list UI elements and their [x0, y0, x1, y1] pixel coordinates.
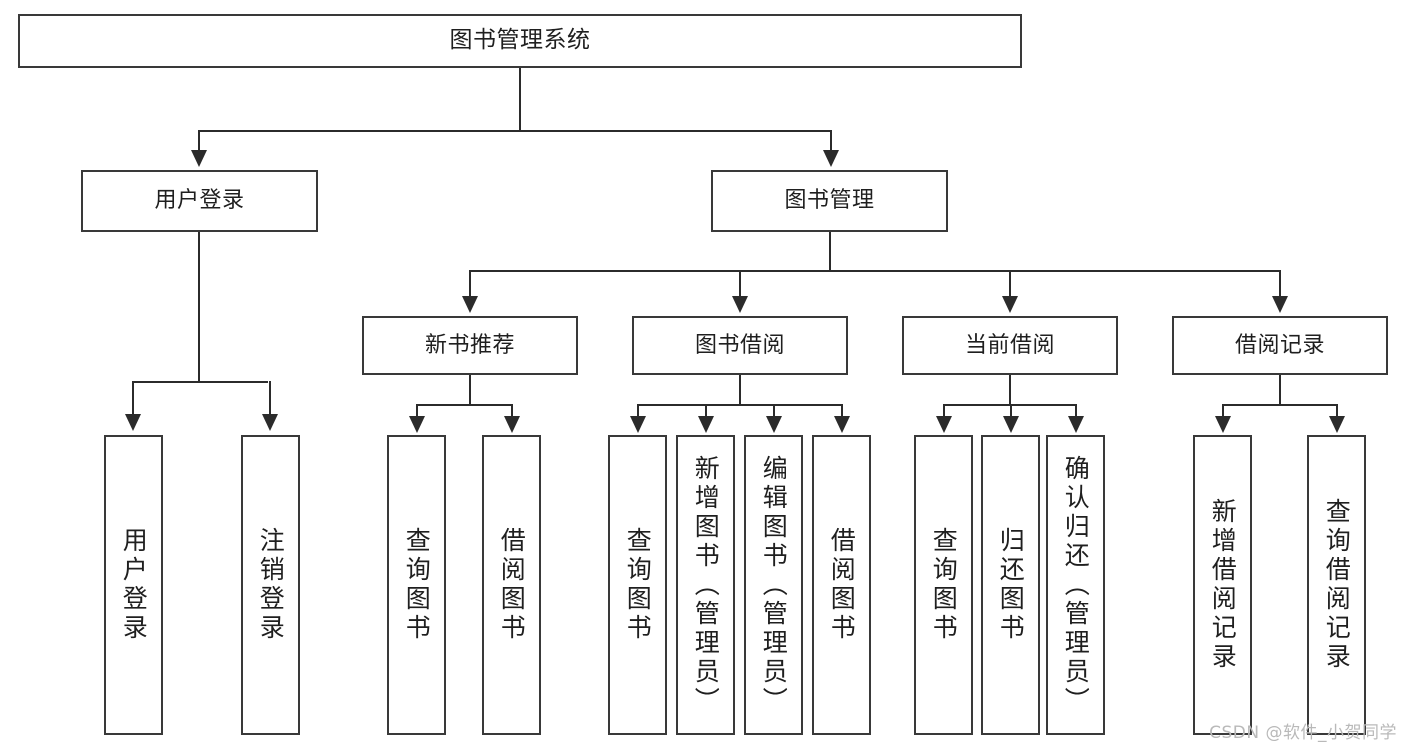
connector-book-borrow-to-leaf-2 [705, 404, 707, 418]
leaf-label: 编辑图书（管理员） [759, 454, 789, 716]
node-label: 当前借阅 [964, 332, 1055, 358]
leaf-book-borrow-add-book-admin[interactable]: 新增图书（管理员） [676, 435, 735, 735]
node-new-book-recommend[interactable]: 新书推荐 [362, 316, 578, 375]
arrowhead-book-borrow-to-leaf-2 [698, 416, 714, 433]
arrowhead-book-borrow-to-leaf-4 [834, 416, 850, 433]
connector-book-borrow-to-leaf-1 [637, 404, 639, 418]
node-label: 新书推荐 [424, 332, 515, 358]
connector-book-manage-bus [469, 270, 1281, 272]
arrowhead-current-borrow-to-leaf-3 [1068, 416, 1084, 433]
node-label: 图书借阅 [694, 332, 785, 358]
leaf-book-borrow-query-book[interactable]: 查询图书 [608, 435, 667, 735]
connector-book-borrow-to-leaf-4 [841, 404, 843, 418]
node-root-system[interactable]: 图书管理系统 [18, 14, 1022, 68]
arrowhead-new-book-to-leaf-2 [504, 416, 520, 433]
leaf-label: 新增图书（管理员） [691, 454, 721, 716]
arrowhead-new-book-to-leaf-1 [409, 416, 425, 433]
connector-new-book-stem [469, 375, 471, 406]
leaf-label: 归还图书 [996, 527, 1026, 643]
leaf-book-borrow-edit-book-admin[interactable]: 编辑图书（管理员） [744, 435, 803, 735]
arrowhead-borrow-record-to-leaf-1 [1215, 416, 1231, 433]
leaf-label: 新增借阅记录 [1208, 498, 1238, 672]
leaf-borrow-record-add-record[interactable]: 新增借阅记录 [1193, 435, 1252, 735]
connector-book-manage-to-borrow-record [1279, 270, 1281, 298]
leaf-label: 查询借阅记录 [1322, 498, 1352, 672]
connector-user-login-to-leaf-2 [269, 381, 271, 416]
arrowhead-root-to-user-login [191, 150, 207, 167]
connector-new-book-bus [416, 404, 512, 406]
connector-user-login-bus [132, 381, 268, 383]
node-label: 用户登录 [154, 188, 245, 214]
connector-book-borrow-to-leaf-3 [773, 404, 775, 418]
node-book-manage[interactable]: 图书管理 [711, 170, 948, 232]
connector-current-borrow-bus [943, 404, 1076, 406]
leaf-label: 查询图书 [929, 527, 959, 643]
connector-borrow-record-bus [1222, 404, 1337, 406]
connector-current-borrow-to-leaf-3 [1075, 404, 1077, 418]
arrowhead-book-manage-to-book-borrow [732, 296, 748, 313]
node-label: 图书管理 [784, 188, 875, 214]
node-user-login[interactable]: 用户登录 [81, 170, 318, 232]
connector-book-borrow-bus [637, 404, 842, 406]
connector-current-borrow-to-leaf-1 [943, 404, 945, 418]
leaf-user-login-login[interactable]: 用户登录 [104, 435, 163, 735]
leaf-label: 查询图书 [402, 527, 432, 643]
arrowhead-user-login-to-leaf-1 [125, 414, 141, 431]
leaf-label: 用户登录 [119, 527, 149, 643]
connector-borrow-record-to-leaf-1 [1222, 404, 1224, 418]
connector-root-to-user-login [198, 130, 200, 152]
leaf-new-book-query-book[interactable]: 查询图书 [387, 435, 446, 735]
node-book-borrow[interactable]: 图书借阅 [632, 316, 848, 375]
leaf-borrow-record-query-record[interactable]: 查询借阅记录 [1307, 435, 1366, 735]
leaf-user-login-logout[interactable]: 注销登录 [241, 435, 300, 735]
connector-new-book-to-leaf-1 [416, 404, 418, 418]
connector-new-book-to-leaf-2 [511, 404, 513, 418]
node-current-borrow[interactable]: 当前借阅 [902, 316, 1118, 375]
leaf-label: 注销登录 [256, 527, 286, 643]
connector-book-manage-to-new-book [469, 270, 471, 298]
connector-root-stem [519, 68, 521, 131]
leaf-new-book-borrow-book[interactable]: 借阅图书 [482, 435, 541, 735]
connector-current-borrow-to-leaf-2 [1010, 404, 1012, 418]
connector-book-manage-to-current-borrow [1009, 270, 1011, 298]
arrowhead-user-login-to-leaf-2 [262, 414, 278, 431]
arrowhead-borrow-record-to-leaf-2 [1329, 416, 1345, 433]
arrowhead-book-borrow-to-leaf-3 [766, 416, 782, 433]
arrowhead-current-borrow-to-leaf-2 [1003, 416, 1019, 433]
connector-book-manage-stem [829, 232, 831, 272]
arrowhead-book-manage-to-current-borrow [1002, 296, 1018, 313]
connector-root-to-book-manage [830, 130, 832, 152]
leaf-book-borrow-borrow-book[interactable]: 借阅图书 [812, 435, 871, 735]
leaf-current-borrow-confirm-return-admin[interactable]: 确认归还（管理员） [1046, 435, 1105, 735]
leaf-current-borrow-query-book[interactable]: 查询图书 [914, 435, 973, 735]
connector-book-manage-to-book-borrow [739, 270, 741, 298]
node-borrow-record[interactable]: 借阅记录 [1172, 316, 1388, 375]
connector-user-login-to-leaf-1 [132, 381, 134, 416]
node-label: 图书管理系统 [449, 27, 591, 54]
connector-user-login-stem [198, 232, 200, 382]
arrowhead-current-borrow-to-leaf-1 [936, 416, 952, 433]
node-label: 借阅记录 [1234, 332, 1325, 358]
connector-root-bus [198, 130, 832, 132]
connector-current-borrow-stem [1009, 375, 1011, 406]
leaf-current-borrow-return-book[interactable]: 归还图书 [981, 435, 1040, 735]
arrowhead-root-to-book-manage [823, 150, 839, 167]
leaf-label: 查询图书 [623, 527, 653, 643]
leaf-label: 借阅图书 [497, 527, 527, 643]
connector-borrow-record-to-leaf-2 [1336, 404, 1338, 418]
leaf-label: 确认归还（管理员） [1061, 454, 1091, 716]
connector-borrow-record-stem [1279, 375, 1281, 406]
arrowhead-book-manage-to-new-book [462, 296, 478, 313]
arrowhead-book-manage-to-borrow-record [1272, 296, 1288, 313]
arrowhead-book-borrow-to-leaf-1 [630, 416, 646, 433]
connector-book-borrow-stem [739, 375, 741, 406]
leaf-label: 借阅图书 [827, 527, 857, 643]
